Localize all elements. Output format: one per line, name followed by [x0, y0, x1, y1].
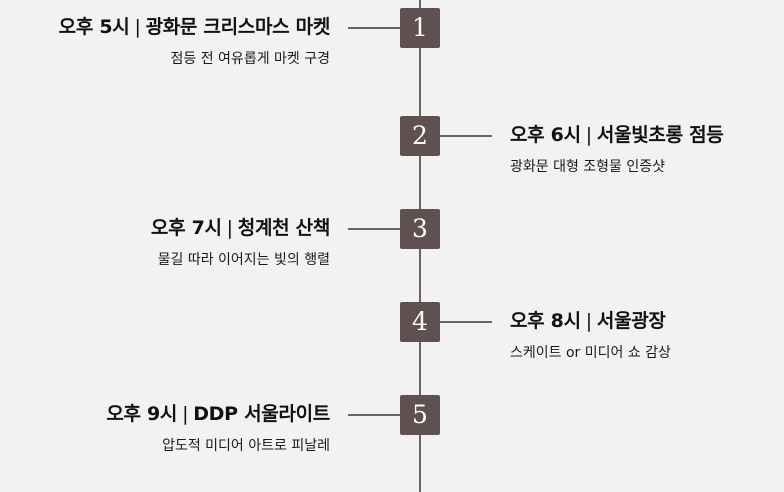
step-time: 오후 5시	[58, 16, 130, 38]
step-title: 오후 7시|청계천 산책	[151, 213, 330, 243]
step-place: 광화문 크리스마스 마켓	[145, 16, 331, 38]
timeline-step-4: 4 오후 8시|서울광장 스케이트 or 미디어 쇼 감상	[0, 302, 784, 395]
step-separator: |	[585, 310, 592, 332]
step-separator: |	[134, 16, 141, 38]
step-number-badge: 4	[400, 302, 440, 342]
step-separator: |	[226, 217, 233, 239]
step-place: 서울빛초롱 점등	[596, 124, 724, 146]
step-description: 물길 따라 이어지는 빛의 행렬	[157, 252, 330, 268]
step-separator: |	[182, 403, 189, 425]
step-separator: |	[585, 124, 592, 146]
step-number-badge: 3	[400, 209, 440, 249]
step-connector	[440, 321, 492, 323]
step-text: 오후 8시|서울광장 스케이트 or 미디어 쇼 감상	[510, 306, 671, 363]
step-text: 오후 6시|서울빛초롱 점등 광화문 대형 조형물 인증샷	[510, 120, 724, 177]
step-time: 오후 9시	[106, 403, 178, 425]
timeline-step-2: 2 오후 6시|서울빛초롱 점등 광화문 대형 조형물 인증샷	[0, 116, 784, 209]
step-connector	[348, 27, 400, 29]
step-time: 오후 6시	[510, 124, 581, 146]
step-connector	[348, 228, 400, 230]
step-title: 오후 5시|광화문 크리스마스 마켓	[58, 12, 331, 42]
step-text: 오후 5시|광화문 크리스마스 마켓 점등 전 여유롭게 마켓 구경	[58, 12, 331, 69]
step-place: DDP 서울라이트	[193, 403, 330, 425]
step-time: 오후 8시	[510, 310, 581, 332]
step-text: 오후 7시|청계천 산책 물길 따라 이어지는 빛의 행렬	[151, 213, 330, 270]
step-description: 압도적 미디어 아트로 피날레	[162, 438, 330, 454]
step-title: 오후 8시|서울광장	[510, 306, 671, 336]
step-place: 청계천 산책	[237, 217, 331, 239]
timeline-step-5: 오후 9시|DDP 서울라이트 압도적 미디어 아트로 피날레 5	[0, 395, 784, 488]
step-description: 점등 전 여유롭게 마켓 구경	[170, 51, 330, 67]
step-connector	[440, 135, 492, 137]
step-number-badge: 5	[400, 395, 440, 435]
timeline-step-1: 오후 5시|광화문 크리스마스 마켓 점등 전 여유롭게 마켓 구경 1	[0, 8, 784, 101]
step-place: 서울광장	[596, 310, 666, 332]
step-description: 스케이트 or 미디어 쇼 감상	[510, 345, 671, 361]
step-text: 오후 9시|DDP 서울라이트 압도적 미디어 아트로 피날레	[106, 399, 330, 456]
step-connector	[348, 414, 400, 416]
step-title: 오후 6시|서울빛초롱 점등	[510, 120, 724, 150]
step-time: 오후 7시	[150, 217, 222, 239]
step-title: 오후 9시|DDP 서울라이트	[106, 399, 330, 429]
timeline-step-3: 오후 7시|청계천 산책 물길 따라 이어지는 빛의 행렬 3	[0, 209, 784, 302]
step-number-badge: 1	[400, 8, 440, 48]
step-number-badge: 2	[400, 116, 440, 156]
step-description: 광화문 대형 조형물 인증샷	[510, 159, 666, 175]
